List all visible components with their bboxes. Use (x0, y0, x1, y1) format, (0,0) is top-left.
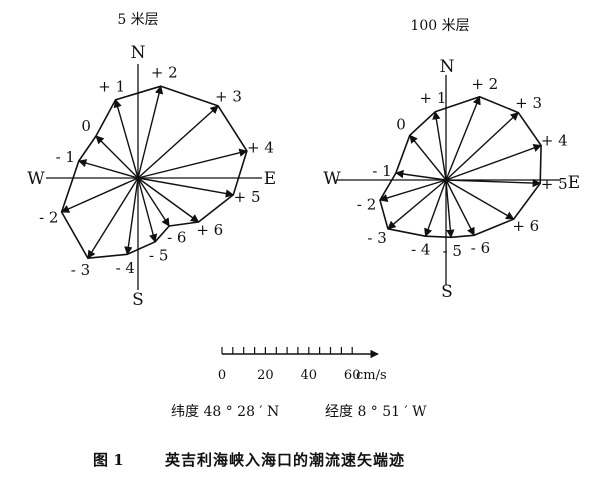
hodograph-outline (60, 85, 248, 259)
current-vectors (60, 85, 248, 259)
current-vector (60, 177, 139, 213)
tidal-hour-label: - 4 (116, 259, 135, 277)
latitude-text: 纬度 48 ° 28 ′ N (171, 404, 279, 420)
current-vector (113, 98, 139, 179)
tidal-hour-label: + 1 (98, 77, 125, 95)
tidal-hour-label: - 1 (56, 148, 75, 166)
current-vector (387, 179, 447, 230)
figure-caption: 英吉利海峡入海口的潮流速矢端迹 (165, 451, 405, 469)
current-vector (445, 178, 542, 188)
speed-scale-bar: 0 20 40 60 cm/s (218, 347, 387, 383)
scale-tick-label: 40 (301, 368, 318, 383)
panel-title: 5 米层 (117, 12, 158, 28)
current-vector (445, 179, 515, 220)
tidal-hour-label: + 4 (541, 132, 568, 150)
tidal-hour-label: + 2 (151, 64, 178, 82)
hodograph-outline (379, 96, 542, 239)
tidal-hour-label: + 1 (420, 89, 447, 107)
west-label: W (27, 169, 45, 189)
current-vector (137, 105, 219, 179)
north-label: N (131, 43, 146, 63)
tidal-hour-label: - 4 (411, 240, 430, 258)
tidal-hour-label: + 5 (234, 188, 261, 206)
scale-ticks (221, 347, 353, 354)
current-vector (445, 179, 455, 239)
current-vector (445, 144, 542, 181)
current-vector (124, 177, 139, 256)
tidal-hour-label: - 2 (39, 209, 58, 227)
east-label: E (568, 173, 580, 193)
tidal-hour-label: + 2 (471, 75, 498, 93)
current-vector (445, 96, 481, 181)
panel-title: 100 米层 (410, 18, 469, 34)
longitude-text: 经度 8 ° 51 ′ W (325, 404, 427, 420)
tidal-hour-label: + 6 (512, 217, 539, 235)
scale-tick-label: 0 (218, 368, 226, 383)
west-label: W (323, 169, 341, 189)
current-vector (137, 177, 200, 223)
tidal-hour-label: + 4 (247, 139, 274, 157)
current-vector (95, 135, 139, 179)
tidal-hour-label: + 5 (541, 175, 568, 193)
south-label: S (132, 290, 144, 310)
hodograph-5m-layer: 5 米层 N S E W 0 + 1 + 2 + 3 + 4 + 5 + 6 - 6- 5 - … (27, 12, 276, 310)
tidal-hour-label: 0 (81, 117, 91, 135)
current-vector (137, 177, 158, 243)
tidal-hour-labels: 0 + 1 + 2 + 3 + 4 + 5 + 6 - 6 - 5 - 4 - 3 - 2 - 1 (357, 75, 568, 260)
scale-tick-label: 60 (344, 368, 361, 383)
north-label: N (440, 57, 455, 77)
hodograph-100m-layer: 100 米层 N S E W 0 + 1 + 2 + 3 + 4 + 5 + 6 - 6 - 5… (323, 18, 580, 302)
current-vector (137, 85, 164, 179)
tidal-hour-label: + 3 (215, 88, 242, 106)
tidal-hour-label: - 6 (471, 239, 490, 257)
current-vector (379, 179, 447, 203)
current-vector (424, 179, 447, 237)
scale-tick-label: 20 (257, 368, 274, 383)
current-vector (445, 179, 475, 237)
tidal-hour-label: - 2 (357, 195, 376, 213)
current-vectors (379, 96, 542, 239)
tidal-hour-label: + 3 (515, 94, 542, 112)
current-vector (137, 177, 235, 198)
figure-number: 图 1 (93, 451, 124, 469)
current-vector (137, 177, 170, 227)
tidal-hour-label: - 1 (372, 162, 391, 180)
current-vector (137, 148, 248, 179)
current-vector (432, 110, 447, 181)
tidal-hour-labels: 0 + 1 + 2 + 3 + 4 + 5 + 6 - 6- 5 - 4 - 3 - 2 - 1 (39, 64, 274, 280)
tidal-hour-label: - 5 (149, 246, 168, 264)
current-vector (87, 177, 139, 259)
tidal-hour-label: 0 (396, 115, 406, 133)
scale-tick-labels: 0 20 40 60 (218, 368, 361, 383)
current-vector (445, 112, 519, 181)
tidal-hour-label: - 5 (443, 242, 462, 260)
tidal-hour-label: - 6 (167, 229, 186, 247)
current-vector (409, 134, 447, 181)
tidal-hour-label: - 3 (367, 229, 386, 247)
current-vector (77, 159, 139, 179)
east-label: E (264, 169, 276, 189)
south-label: S (441, 282, 453, 302)
current-vector (395, 169, 447, 181)
scale-unit: cm/s (356, 368, 387, 383)
tidal-hour-label: - 3 (71, 261, 90, 279)
tidal-hour-label: + 6 (196, 221, 223, 239)
